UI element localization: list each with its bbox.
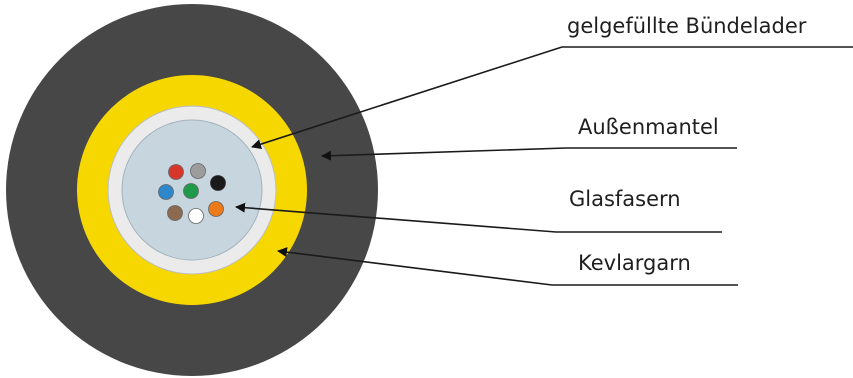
fiber-green [183,183,199,199]
fiber-red [168,164,184,180]
fiber-black [210,175,226,191]
fiber-white [188,208,204,224]
label-kevlar-yarn: Kevlargarn [578,251,691,275]
arrow-glass-fibers [235,202,557,233]
cable-cross-section [6,4,378,376]
fiber-blue [158,184,174,200]
callout-buffer-tube: gelgefüllte Bündelader [251,14,853,149]
callout-glass-fibers: Glasfasern [235,187,722,233]
fiber-gray [190,163,206,179]
arrow-buffer-tube [251,46,563,149]
glass-fibers-group [158,163,226,224]
arrow-kevlar-yarn [277,247,553,286]
callout-kevlar-yarn: Kevlargarn [277,247,738,286]
label-glass-fibers: Glasfasern [569,187,681,211]
arrow-outer-jacket [321,147,567,161]
fiber-orange [208,201,224,217]
label-buffer-tube: gelgefüllte Bündelader [567,14,807,38]
callout-outer-jacket: Außenmantel [321,115,737,161]
fiber-brown [167,205,183,221]
label-outer-jacket: Außenmantel [578,115,719,139]
